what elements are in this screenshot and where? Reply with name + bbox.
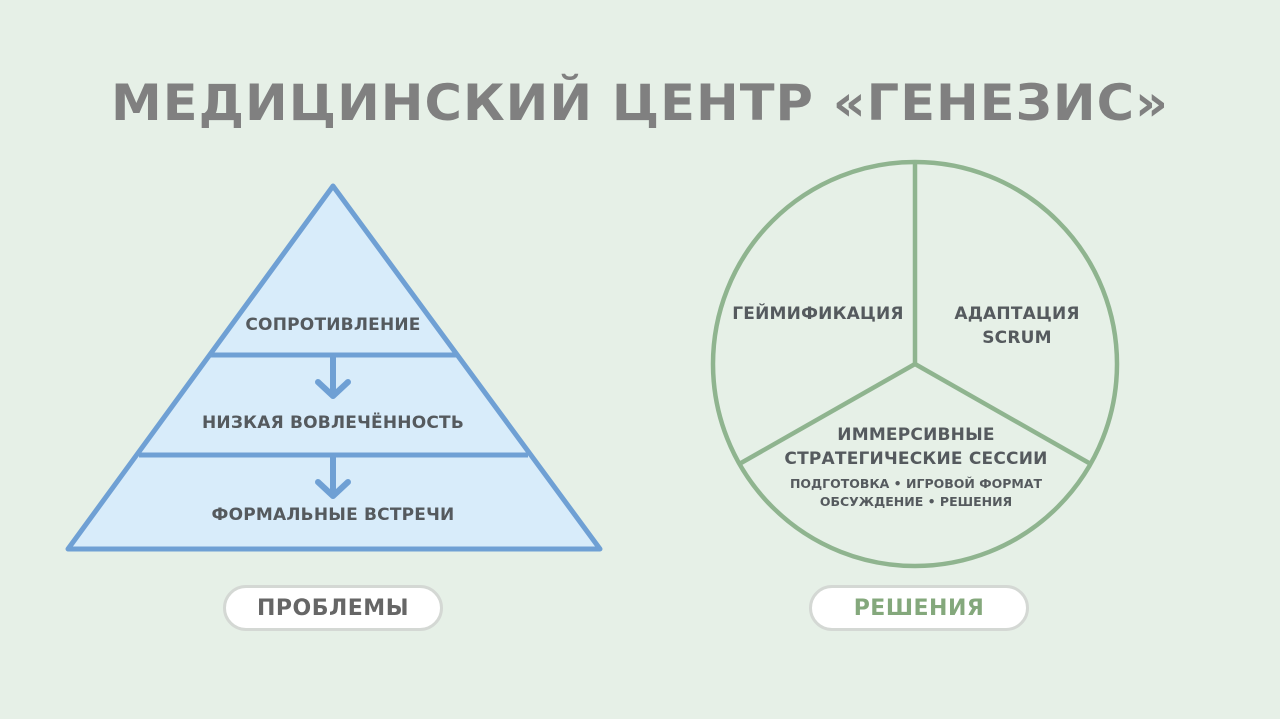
solutions-badge: РЕШЕНИЯ	[809, 585, 1029, 631]
segment-strategic-sessions: ИММЕРСИВНЫЕ СТРАТЕГИЧЕСКИЕ СЕССИИ ПОДГОТ…	[784, 423, 1047, 511]
circle-outline	[710, 159, 1120, 569]
arrow-down-icon	[315, 354, 351, 399]
segment-scrum: АДАПТАЦИЯ SCRUM	[954, 302, 1079, 350]
problems-badge: ПРОБЛЕМЫ	[223, 585, 443, 631]
circle-divider-left	[739, 362, 917, 465]
segment-sessions-line2: СТРАТЕГИЧЕСКИЕ СЕССИИ	[784, 449, 1048, 469]
problems-pyramid	[65, 183, 603, 552]
pyramid-level-middle: НИЗКАЯ ВОВЛЕЧЁННОСТЬ	[202, 413, 464, 433]
segment-sessions-sub2: ОБСУЖДЕНИЕ • РЕШЕНИЯ	[819, 494, 1013, 509]
pyramid-level-top: СОПРОТИВЛЕНИЕ	[245, 315, 421, 335]
arrow-down-icon	[315, 454, 351, 499]
segment-sessions-line1: ИММЕРСИВНЫЕ	[837, 425, 995, 445]
circle-divider-right	[913, 362, 1091, 465]
segment-sessions-sub1: ПОДГОТОВКА • ИГРОВОЙ ФОРМАТ	[789, 476, 1043, 491]
segment-scrum-line1: АДАПТАЦИЯ	[954, 304, 1080, 324]
segment-scrum-line2: SCRUM	[982, 328, 1052, 348]
pyramid-level-bottom: ФОРМАЛЬНЫЕ ВСТРЕЧИ	[211, 505, 455, 525]
page-title: МЕДИЦИНСКИЙ ЦЕНТР «ГЕНЕЗИС»	[110, 74, 1169, 132]
segment-gamification: ГЕЙМИФИКАЦИЯ	[732, 304, 904, 324]
solutions-circle	[710, 159, 1120, 569]
